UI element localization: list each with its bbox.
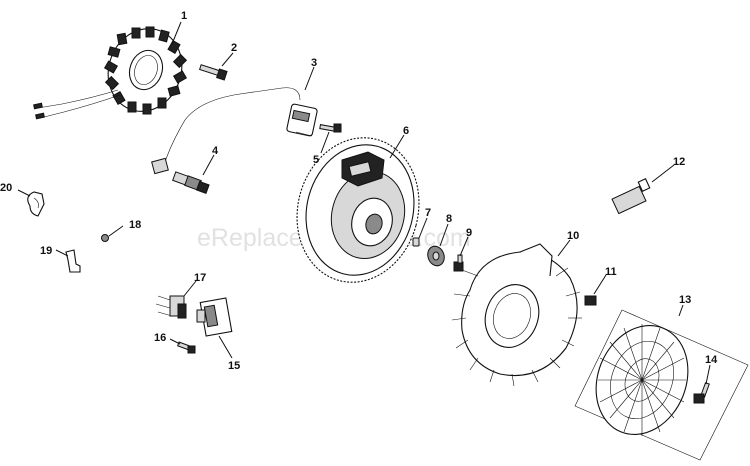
callout-17: 17 bbox=[194, 272, 206, 284]
part-screw-14[interactable] bbox=[693, 382, 710, 404]
callout-16: 16 bbox=[154, 332, 166, 344]
callout-10: 10 bbox=[567, 230, 579, 242]
callout-leaders bbox=[17, 21, 711, 385]
callout-6: 6 bbox=[403, 125, 409, 137]
callout-5: 5 bbox=[313, 154, 319, 166]
part-screw-16[interactable] bbox=[177, 341, 196, 354]
part-grass-screen[interactable] bbox=[574, 309, 749, 461]
part-bracket[interactable] bbox=[65, 249, 81, 273]
callout-labels: 1 2 3 4 5 6 7 8 9 10 11 12 13 14 15 16 1… bbox=[0, 10, 718, 372]
part-spark-plug[interactable] bbox=[172, 171, 210, 195]
callout-11: 11 bbox=[605, 266, 617, 278]
callout-12: 12 bbox=[673, 156, 685, 168]
part-screw-11[interactable] bbox=[584, 295, 597, 306]
callout-20: 20 bbox=[0, 182, 12, 194]
part-ignition-module[interactable] bbox=[151, 87, 318, 175]
callout-7: 7 bbox=[425, 207, 431, 219]
part-screw-2[interactable] bbox=[198, 64, 228, 81]
callout-13: 13 bbox=[679, 294, 691, 306]
part-screw-5[interactable] bbox=[319, 123, 342, 133]
part-washer[interactable] bbox=[425, 244, 447, 268]
callout-2: 2 bbox=[231, 42, 237, 54]
callout-19: 19 bbox=[40, 245, 52, 257]
callout-18: 18 bbox=[129, 219, 141, 231]
callout-3: 3 bbox=[311, 57, 317, 69]
part-clip[interactable] bbox=[27, 191, 45, 217]
part-screw-9[interactable] bbox=[453, 254, 464, 272]
part-rectifier[interactable] bbox=[196, 297, 233, 337]
part-key[interactable] bbox=[412, 237, 420, 247]
callout-15: 15 bbox=[228, 360, 240, 372]
callout-14: 14 bbox=[705, 354, 718, 366]
part-small-washer[interactable] bbox=[101, 234, 109, 242]
part-connector[interactable] bbox=[611, 178, 651, 215]
part-flywheel[interactable] bbox=[281, 124, 435, 296]
callout-8: 8 bbox=[446, 213, 452, 225]
part-terminal[interactable] bbox=[155, 295, 187, 319]
callout-9: 9 bbox=[466, 227, 472, 239]
callout-4: 4 bbox=[212, 145, 219, 157]
part-stator[interactable] bbox=[33, 18, 194, 122]
callout-1: 1 bbox=[181, 10, 187, 22]
part-fan[interactable] bbox=[451, 243, 582, 387]
